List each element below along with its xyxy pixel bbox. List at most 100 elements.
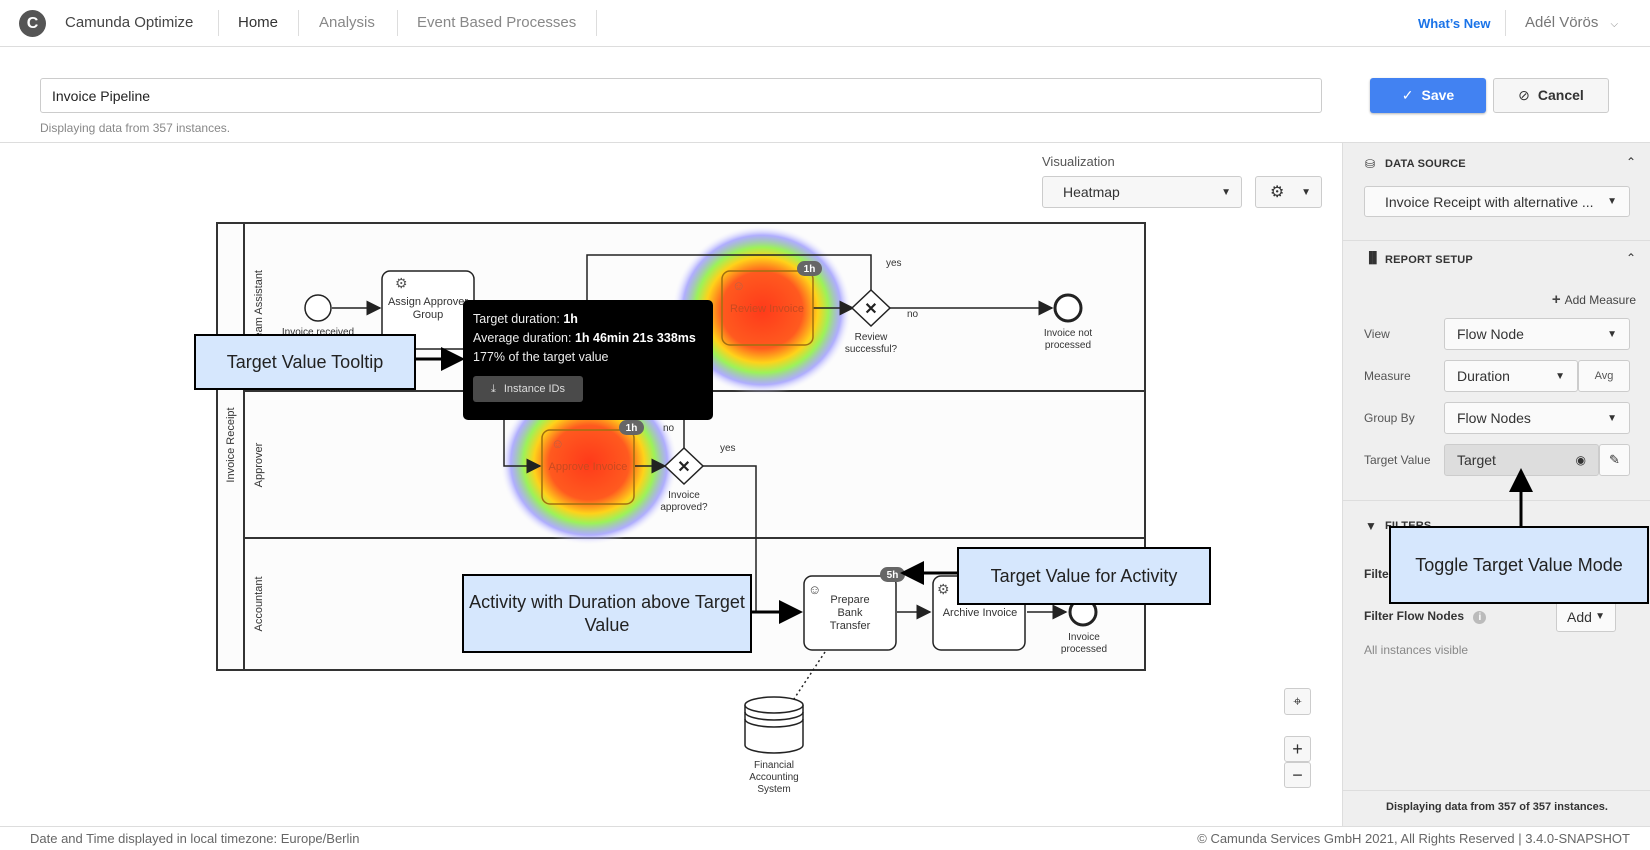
bpmn-diagram: Invoice Receipt Team Assistant Approver … — [216, 222, 1146, 795]
lane-label: Team Assistant — [253, 270, 265, 344]
database-icon: ⛁ — [1365, 157, 1376, 171]
report-setup-title: REPORT SETUP — [1385, 254, 1473, 266]
measure-label: Measure — [1364, 369, 1411, 383]
copyright: © Camunda Services GmbH 2021, All Rights… — [1197, 831, 1630, 846]
section-divider — [1343, 790, 1650, 791]
add-measure-label: Add Measure — [1564, 293, 1636, 307]
report-sidebar: ⛁ DATA SOURCE ⌃ Invoice Receipt with alt… — [1342, 143, 1650, 826]
svg-text:Invoice: Invoice — [668, 490, 700, 501]
filter-icon: ▼ — [1365, 519, 1377, 533]
plus-icon: + — [1292, 739, 1303, 759]
target-value-tooltip: Target duration: 1h Average duration: 1h… — [463, 300, 713, 420]
svg-text:no: no — [663, 423, 675, 434]
user-icon: ☺ — [551, 436, 564, 451]
aggregation-select[interactable]: Avg — [1578, 360, 1630, 392]
save-button[interactable]: ✓Save — [1370, 78, 1486, 113]
start-event — [304, 294, 332, 322]
top-navigation-bar: C Camunda Optimize Home Analysis Event B… — [0, 0, 1650, 47]
user-name: Adél Vörös — [1525, 14, 1599, 31]
gateway-review — [850, 288, 892, 328]
view-select[interactable]: Flow Node ▼ — [1444, 318, 1630, 350]
group-by-select[interactable]: Flow Nodes ▼ — [1444, 402, 1630, 434]
chevron-down-icon: ▼ — [1607, 328, 1617, 340]
zoom-in-button[interactable]: + — [1284, 736, 1311, 762]
brand-name[interactable]: Camunda Optimize — [65, 14, 194, 31]
edit-target-value-button[interactable]: ✎ — [1599, 444, 1630, 476]
group-by-value: Flow Nodes — [1457, 410, 1531, 426]
minus-icon: − — [1292, 765, 1303, 785]
reset-view-button[interactable]: ⌖ — [1284, 688, 1311, 715]
svg-text:1h: 1h — [804, 264, 816, 275]
datastore-financial-accounting — [744, 696, 804, 754]
svg-text:System: System — [757, 784, 790, 795]
pool-label: Invoice Receipt — [225, 407, 237, 482]
nav-home[interactable]: Home — [238, 14, 279, 31]
badge-review — [797, 261, 822, 276]
svg-text:processed: processed — [1061, 644, 1107, 655]
header-divider — [0, 142, 1650, 143]
svg-text:Bank: Bank — [837, 607, 863, 619]
zoom-out-button[interactable]: − — [1284, 762, 1311, 788]
user-menu[interactable]: Adél Vörös ⌵ — [1525, 14, 1618, 31]
start-event-label: Invoice received — [282, 327, 354, 338]
chevron-down-icon: ▼ — [1607, 412, 1617, 424]
svg-text:Assign Approver: Assign Approver — [388, 296, 468, 308]
visualization-label: Visualization — [1042, 154, 1115, 169]
chevron-down-icon: ▼ — [1595, 611, 1605, 622]
view-label: View — [1364, 327, 1390, 341]
add-measure-button[interactable]: +Add Measure — [1552, 291, 1636, 308]
collapse-report-setup-icon[interactable]: ⌃ — [1626, 251, 1637, 265]
visualization-settings-button[interactable]: ⚙ ▼ — [1255, 176, 1322, 208]
diagram-canvas[interactable]: Invoice Receipt Team Assistant Approver … — [0, 143, 1342, 826]
svg-text:yes: yes — [720, 443, 736, 454]
svg-text:1h: 1h — [626, 423, 638, 434]
gateway-approve — [663, 446, 705, 486]
data-source-select[interactable]: Invoice Receipt with alternative ... ▼ — [1364, 186, 1630, 217]
plus-icon: + — [1551, 291, 1561, 308]
filter-flow-nodes-text: Filter Flow Nodes — [1364, 609, 1465, 623]
svg-text:Invoice not: Invoice not — [1044, 328, 1093, 339]
nav-divider — [218, 10, 219, 36]
svg-text:approved?: approved? — [660, 502, 708, 513]
task-review-invoice — [721, 270, 814, 346]
all-instances-visible: All instances visible — [1364, 643, 1469, 657]
cancel-icon: ⊘ — [1518, 87, 1530, 103]
svg-text:Archive Invoice: Archive Invoice — [943, 607, 1018, 619]
tooltip-target-label: Target duration: — [473, 312, 564, 326]
svg-text:Review: Review — [855, 332, 889, 343]
task-prepare-bank-transfer — [803, 575, 897, 651]
crosshair-icon: ⌖ — [1293, 693, 1302, 710]
nav-divider — [397, 10, 398, 36]
gear-icon: ⚙ — [395, 275, 408, 291]
svg-text:processed: processed — [1045, 340, 1091, 351]
visualization-value: Heatmap — [1063, 184, 1120, 200]
add-flow-node-filter-select[interactable]: Add ▼ — [1556, 601, 1616, 632]
svg-text:Group: Group — [413, 309, 444, 321]
nav-event-based-processes[interactable]: Event Based Processes — [417, 14, 577, 31]
info-icon[interactable]: i — [1473, 611, 1487, 624]
instance-ids-button[interactable]: ⤓ Instance IDs — [473, 376, 583, 402]
download-icon: ⤓ — [490, 382, 496, 395]
sidebar-instances-info: Displaying data from 357 of 357 instance… — [1386, 801, 1608, 813]
whats-new-link[interactable]: What’s New — [1418, 16, 1491, 31]
visualization-select[interactable]: Heatmap ▼ — [1042, 176, 1242, 208]
collapse-data-source-icon[interactable]: ⌃ — [1626, 155, 1637, 169]
nav-analysis[interactable]: Analysis — [319, 14, 375, 31]
view-value: Flow Node — [1457, 326, 1524, 342]
svg-text:Invoice: Invoice — [1068, 632, 1100, 643]
camunda-logo-icon[interactable]: C — [19, 10, 46, 37]
svg-text:Review Invoice: Review Invoice — [730, 303, 804, 315]
svg-text:yes: yes — [886, 258, 902, 269]
tooltip-avg-value: 1h 46min 21s 338ms — [574, 331, 696, 345]
gear-icon: ⚙ — [937, 581, 950, 597]
annotation-toggle-target-mode: Toggle Target Value Mode — [1389, 526, 1649, 604]
gear-icon: ⚙ — [1270, 184, 1285, 201]
tooltip-avg-label: Average duration: — [473, 331, 575, 345]
cancel-button[interactable]: ⊘Cancel — [1493, 78, 1609, 113]
report-name-input[interactable] — [40, 78, 1322, 113]
chevron-down-icon: ▼ — [1555, 370, 1565, 382]
nav-divider — [1505, 10, 1506, 36]
lane-label: Accountant — [253, 576, 265, 631]
measure-select[interactable]: Duration ▼ — [1444, 360, 1578, 392]
annotation-target-value-tooltip: Target Value Tooltip — [194, 334, 416, 390]
